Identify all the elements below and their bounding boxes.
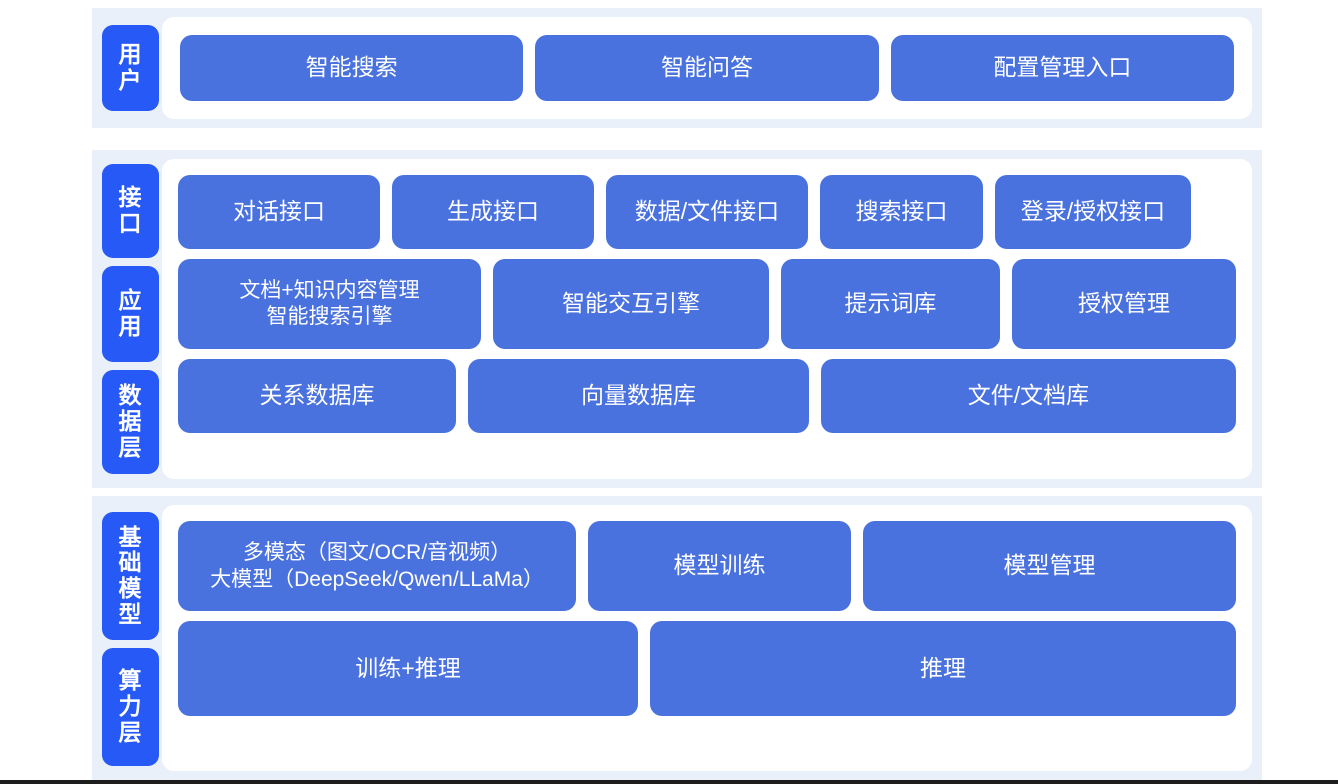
row-api: 对话接口 生成接口 数据/文件接口 搜索接口 登录/授权接口 [178, 175, 1236, 249]
box-interaction-engine[interactable]: 智能交互引擎 [493, 259, 769, 349]
layer-tag-user-label: 用户 [118, 41, 143, 93]
box-doc-knowledge-management[interactable]: 文档+知识内容管理 智能搜索引擎 [178, 259, 481, 349]
box-model-management[interactable]: 模型管理 [863, 521, 1236, 611]
band-user: 用户 智能搜索 智能问答 配置管理入口 [92, 8, 1262, 128]
band-middle: 接口 应用 数据层 对话接口 生成接口 数据/文件接口 搜索接口 登录/授权接口… [92, 150, 1262, 488]
layer-tag-user: 用户 [102, 25, 159, 111]
band-base: 基础模型 算力层 多模态（图文/OCR/音视频） 大模型（DeepSeek/Qw… [92, 496, 1262, 780]
tag-column-middle: 接口 应用 数据层 [92, 150, 159, 488]
layer-tag-compute: 算力层 [102, 648, 159, 766]
box-data-file-api[interactable]: 数据/文件接口 [606, 175, 808, 249]
row-user-entries: 智能搜索 智能问答 配置管理入口 [180, 35, 1234, 101]
box-config-management-portal[interactable]: 配置管理入口 [890, 35, 1234, 101]
box-vector-database[interactable]: 向量数据库 [468, 359, 809, 433]
box-train-and-inference[interactable]: 训练+推理 [178, 621, 638, 716]
box-prompt-library[interactable]: 提示词库 [781, 259, 1000, 349]
tag-column-user: 用户 [92, 8, 159, 128]
layer-tag-interface-label: 接口 [118, 184, 143, 236]
card-middle: 对话接口 生成接口 数据/文件接口 搜索接口 登录/授权接口 文档+知识内容管理… [162, 159, 1252, 479]
box-inference[interactable]: 推理 [650, 621, 1236, 716]
box-auth-management[interactable]: 授权管理 [1012, 259, 1236, 349]
box-search-api[interactable]: 搜索接口 [820, 175, 983, 249]
tag-column-base: 基础模型 算力层 [92, 496, 159, 780]
row-application: 文档+知识内容管理 智能搜索引擎 智能交互引擎 提示词库 授权管理 [178, 259, 1236, 349]
card-base: 多模态（图文/OCR/音视频） 大模型（DeepSeek/Qwen/LLaMa）… [162, 505, 1252, 771]
layer-tag-application-label: 应用 [118, 287, 143, 339]
row-data: 关系数据库 向量数据库 文件/文档库 [178, 359, 1236, 433]
box-multimodal-large-model[interactable]: 多模态（图文/OCR/音视频） 大模型（DeepSeek/Qwen/LLaMa） [178, 521, 576, 611]
layer-tag-base-model-label: 基础模型 [118, 523, 143, 627]
row-model: 多模态（图文/OCR/音视频） 大模型（DeepSeek/Qwen/LLaMa）… [178, 521, 1236, 611]
card-user: 智能搜索 智能问答 配置管理入口 [162, 17, 1252, 119]
box-generate-api[interactable]: 生成接口 [392, 175, 594, 249]
box-relational-database[interactable]: 关系数据库 [178, 359, 456, 433]
layer-tag-data-label: 数据层 [118, 382, 143, 460]
box-model-training[interactable]: 模型训练 [588, 521, 851, 611]
layer-tag-data: 数据层 [102, 370, 159, 474]
layer-tag-base-model: 基础模型 [102, 512, 159, 640]
row-compute: 训练+推理 推理 [178, 621, 1236, 716]
layer-tag-application: 应用 [102, 266, 159, 362]
box-file-document-store[interactable]: 文件/文档库 [821, 359, 1236, 433]
layer-tag-compute-label: 算力层 [118, 667, 143, 745]
layer-tag-interface: 接口 [102, 164, 159, 258]
box-login-auth-api[interactable]: 登录/授权接口 [995, 175, 1191, 249]
box-dialog-api[interactable]: 对话接口 [178, 175, 380, 249]
box-smart-qa[interactable]: 智能问答 [535, 35, 879, 101]
box-smart-search[interactable]: 智能搜索 [180, 35, 524, 101]
